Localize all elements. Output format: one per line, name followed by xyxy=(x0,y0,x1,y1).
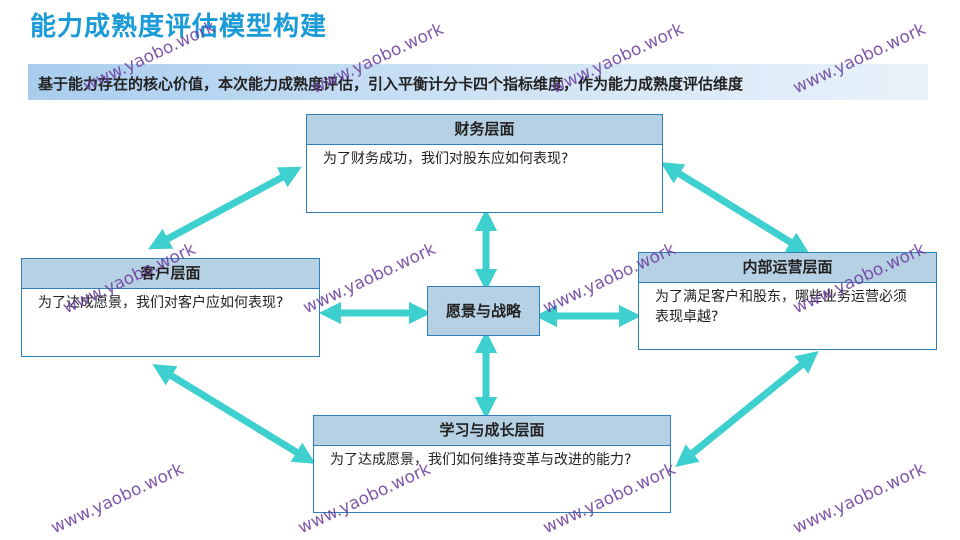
learning-box: 学习与成长层面 为了达成愿景，我们如何维持变革与改进的能力? xyxy=(313,415,671,513)
customer-box: 客户层面 为了达成愿景，我们对客户应如何表现? xyxy=(21,258,320,357)
arrow-finance-customer xyxy=(148,166,302,250)
subtitle-text: 基于能力存在的核心价值，本次能力成熟度评估，引入平衡计分卡四个指标维度，作为能力… xyxy=(38,75,744,93)
internal-title: 内部运营层面 xyxy=(639,253,936,283)
finance-box: 财务层面 为了财务成功，我们对股东应如何表现? xyxy=(306,114,663,213)
learning-text: 为了达成愿景，我们如何维持变革与改进的能力? xyxy=(330,452,632,468)
finance-title: 财务层面 xyxy=(307,115,662,145)
arrow-internal-learning xyxy=(675,350,819,468)
learning-title: 学习与成长层面 xyxy=(314,416,670,446)
page-title: 能力成熟度评估模型构建 xyxy=(30,12,328,42)
internal-text: 为了满足客户和股东，哪些业务运营必须表现卓越? xyxy=(655,289,907,325)
arrow-customer-learning xyxy=(152,364,316,464)
customer-text: 为了达成愿景，我们对客户应如何表现? xyxy=(38,295,284,311)
customer-title: 客户层面 xyxy=(22,259,319,289)
internal-box: 内部运营层面 为了满足客户和股东，哪些业务运营必须表现卓越? xyxy=(638,252,937,350)
arrow-finance-internal xyxy=(660,162,810,254)
vision-strategy-box: 愿景与战略 xyxy=(427,286,540,336)
finance-text: 为了财务成功，我们对股东应如何表现? xyxy=(323,151,569,167)
subtitle-banner: 基于能力存在的核心价值，本次能力成熟度评估，引入平衡计分卡四个指标维度，作为能力… xyxy=(28,64,928,100)
